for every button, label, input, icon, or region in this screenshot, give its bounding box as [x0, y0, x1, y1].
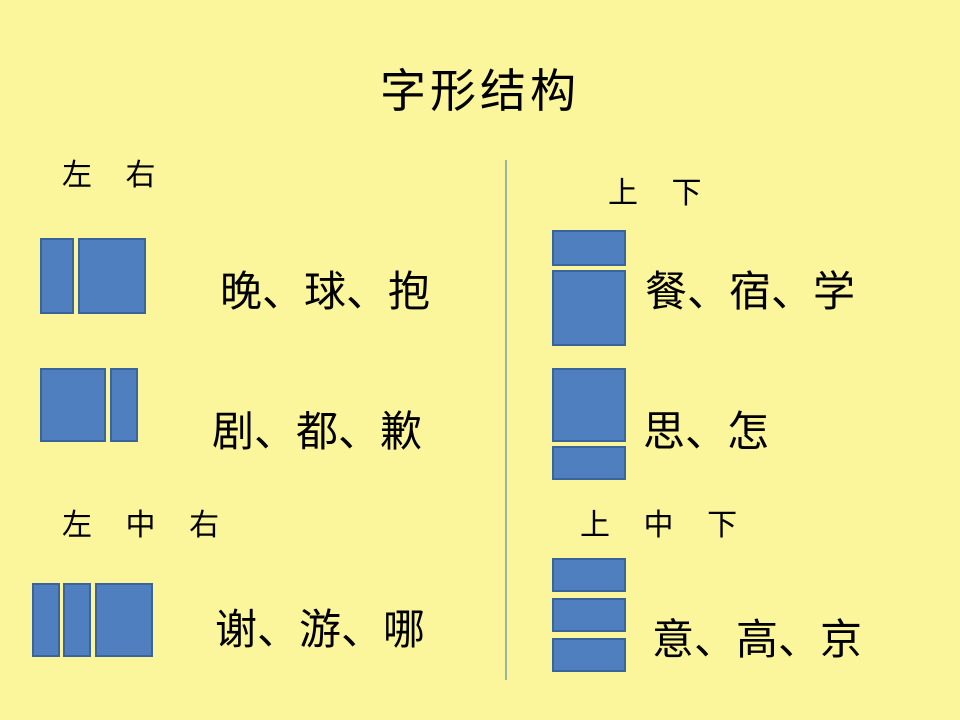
- examples-top-bottom-2: 思、怎: [643, 407, 770, 456]
- short-top-block: [552, 230, 626, 266]
- label-left-right: 左 右: [62, 158, 168, 193]
- examples-left-right-2: 剧、都、歉: [212, 407, 423, 456]
- label-top-middle-bottom: 上 中 下: [580, 508, 750, 543]
- short-bottom-block: [552, 446, 626, 480]
- middle-block: [552, 598, 626, 632]
- left-block: [32, 583, 60, 657]
- wide-left-block: [40, 368, 106, 442]
- middle-block: [63, 583, 91, 657]
- top-block: [552, 558, 626, 592]
- bottom-block: [552, 638, 626, 672]
- right-block: [95, 583, 153, 657]
- examples-left-middle-right: 谢、游、哪: [215, 605, 426, 654]
- center-divider: [505, 160, 507, 680]
- examples-top-middle-bottom: 意、高、京: [652, 615, 863, 664]
- label-left-middle-right: 左 中 右: [62, 508, 232, 543]
- tall-bottom-block: [552, 270, 626, 346]
- wide-right-block: [78, 238, 146, 314]
- narrow-right-block: [110, 368, 138, 442]
- examples-left-right-1: 晚、球、抱: [220, 267, 431, 316]
- examples-top-bottom-1: 餐、宿、学: [645, 267, 856, 316]
- slide-title: 字形结构: [380, 64, 580, 118]
- label-top-bottom: 上 下: [608, 176, 714, 211]
- narrow-left-block: [40, 238, 74, 314]
- tall-top-block: [552, 368, 626, 442]
